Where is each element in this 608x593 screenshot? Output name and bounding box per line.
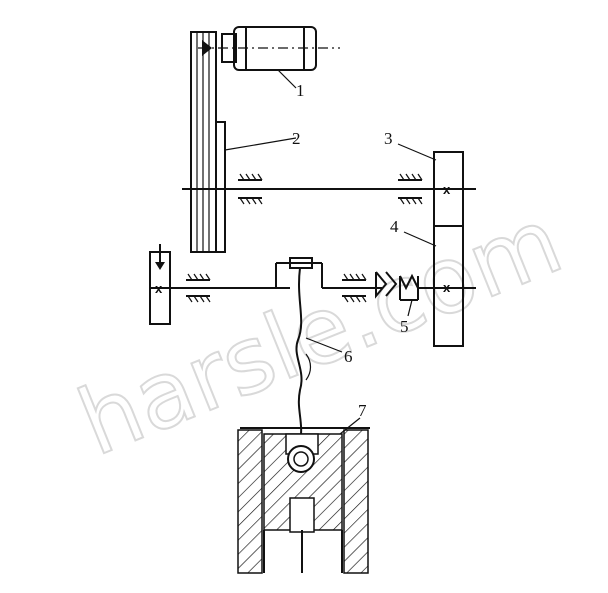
label-crankshaft: 6 bbox=[344, 347, 353, 366]
label-clutch: 5 bbox=[400, 317, 409, 336]
belt-drive bbox=[190, 31, 297, 253]
bearing-right-lower bbox=[342, 273, 367, 303]
clutch bbox=[375, 271, 419, 317]
label-gear-large: 4 bbox=[390, 217, 399, 236]
label-belt-drive: 2 bbox=[292, 129, 301, 148]
watermark-text: harsle.com bbox=[64, 187, 575, 477]
bearing-left-upper bbox=[238, 173, 263, 205]
lower-shaft: x bbox=[149, 244, 476, 325]
motor bbox=[198, 26, 340, 89]
slide bbox=[237, 417, 370, 574]
label-gear-small: 3 bbox=[384, 129, 393, 148]
connecting-rod bbox=[295, 267, 343, 446]
brake: x bbox=[149, 244, 171, 325]
label-slide: 7 bbox=[358, 401, 367, 420]
brake-cross: x bbox=[155, 281, 163, 296]
label-motor: 1 bbox=[296, 81, 305, 100]
gear-small-cross: x bbox=[443, 182, 451, 197]
bearing-right-upper bbox=[398, 173, 423, 205]
gear-small: x bbox=[397, 143, 464, 227]
watermark: harsle.com bbox=[63, 186, 576, 478]
upper-shaft bbox=[182, 173, 476, 205]
crank-throw bbox=[275, 257, 323, 288]
bearing-left-lower bbox=[186, 273, 211, 303]
